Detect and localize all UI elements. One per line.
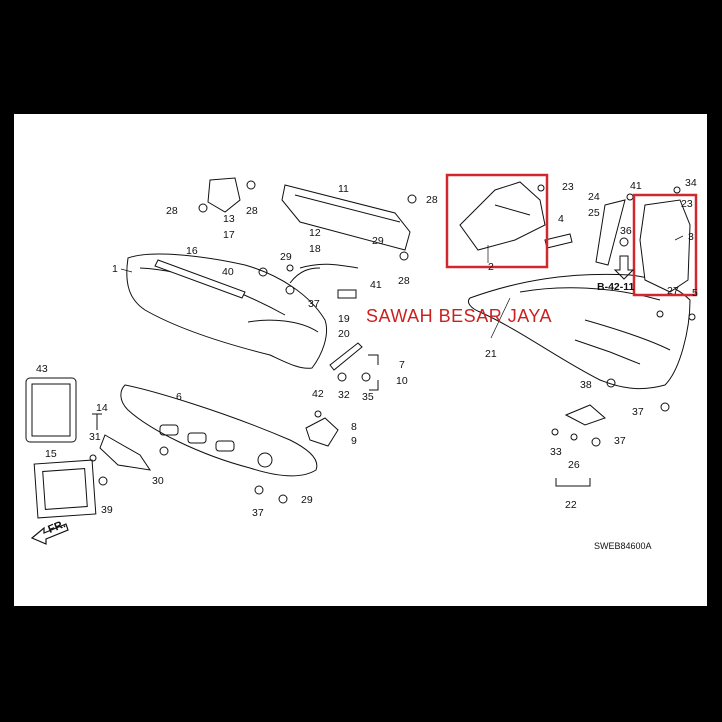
part-number: 7 bbox=[399, 359, 405, 371]
part-number-labels: 1 2 3 4 5 6 7 8 9 10 11 12 13 14 15 16 1… bbox=[36, 177, 698, 519]
rear-side-spacer bbox=[459, 181, 546, 251]
part-number: 8 bbox=[351, 421, 357, 433]
part-number: 20 bbox=[338, 328, 350, 340]
part-number: 29 bbox=[301, 494, 313, 506]
part-number: 41 bbox=[630, 180, 642, 192]
part-number: 6 bbox=[176, 391, 182, 403]
bumper-beam bbox=[281, 184, 411, 251]
part-number: 25 bbox=[588, 207, 600, 219]
part-number: 3 bbox=[688, 231, 694, 243]
part-number: 10 bbox=[396, 375, 408, 387]
part-number: 28 bbox=[398, 275, 410, 287]
part-number: 42 bbox=[312, 388, 324, 400]
part-number: 16 bbox=[186, 245, 198, 257]
part-number: 29 bbox=[280, 251, 292, 263]
highlight-box-part-3 bbox=[632, 193, 698, 297]
watermark-text: SAWAH BESAR JAYA bbox=[366, 306, 553, 326]
part-number: 18 bbox=[309, 243, 321, 255]
reference-label: B-42-11 bbox=[597, 281, 635, 293]
part-number: 41 bbox=[370, 279, 382, 291]
part-number: 37 bbox=[252, 507, 264, 519]
part-number: 13 bbox=[223, 213, 235, 225]
part-number: 40 bbox=[222, 266, 234, 278]
part-number: 11 bbox=[338, 183, 349, 195]
part-number: 35 bbox=[362, 391, 374, 403]
license-frame bbox=[33, 459, 97, 519]
part-number: 27 bbox=[667, 285, 679, 297]
part-number: 23 bbox=[562, 181, 574, 193]
front-arrow-icon bbox=[30, 523, 69, 545]
license-plate-base bbox=[25, 377, 77, 443]
lower-spoiler bbox=[120, 384, 318, 477]
part-number: 30 bbox=[152, 475, 164, 487]
part-number: 2 bbox=[488, 261, 494, 273]
part-number: 37 bbox=[308, 298, 320, 310]
part-number: 29 bbox=[372, 235, 384, 247]
part-number: 28 bbox=[166, 205, 178, 217]
part-number: 17 bbox=[223, 229, 235, 241]
part-number: 15 bbox=[45, 448, 57, 460]
part-number: 22 bbox=[565, 499, 577, 511]
part-number: 26 bbox=[568, 459, 580, 471]
part-number: 23 bbox=[681, 198, 693, 210]
part-number: 14 bbox=[96, 402, 108, 414]
bumper-strip bbox=[154, 259, 246, 299]
part-number: 5 bbox=[692, 287, 698, 299]
part-number: 36 bbox=[620, 225, 632, 237]
part-number: 24 bbox=[588, 191, 600, 203]
part-number: 32 bbox=[338, 389, 350, 401]
part-number: 43 bbox=[36, 363, 48, 375]
part-number: 21 bbox=[485, 348, 497, 360]
mount-bracket bbox=[207, 177, 241, 213]
rear-mudguard bbox=[639, 199, 691, 293]
part-number: 37 bbox=[614, 435, 626, 447]
part-number: 12 bbox=[309, 227, 321, 239]
diagram-code: SWEB84600A bbox=[594, 541, 652, 551]
part-number: 28 bbox=[246, 205, 258, 217]
front-bumper-cover bbox=[126, 253, 327, 369]
part-number: 9 bbox=[351, 435, 357, 447]
part-number: 31 bbox=[89, 431, 101, 443]
part-number: 33 bbox=[550, 446, 562, 458]
highlight-box-part-2 bbox=[445, 173, 549, 269]
part-number: 1 bbox=[112, 263, 118, 275]
part-number: 28 bbox=[426, 194, 438, 206]
rear-bumper bbox=[467, 273, 691, 390]
part-number: 37 bbox=[632, 406, 644, 418]
part-number: 4 bbox=[558, 213, 564, 225]
part-number: 19 bbox=[338, 313, 350, 325]
part-number: 39 bbox=[101, 504, 113, 516]
part-number: 34 bbox=[685, 177, 697, 189]
part-number: 38 bbox=[580, 379, 592, 391]
